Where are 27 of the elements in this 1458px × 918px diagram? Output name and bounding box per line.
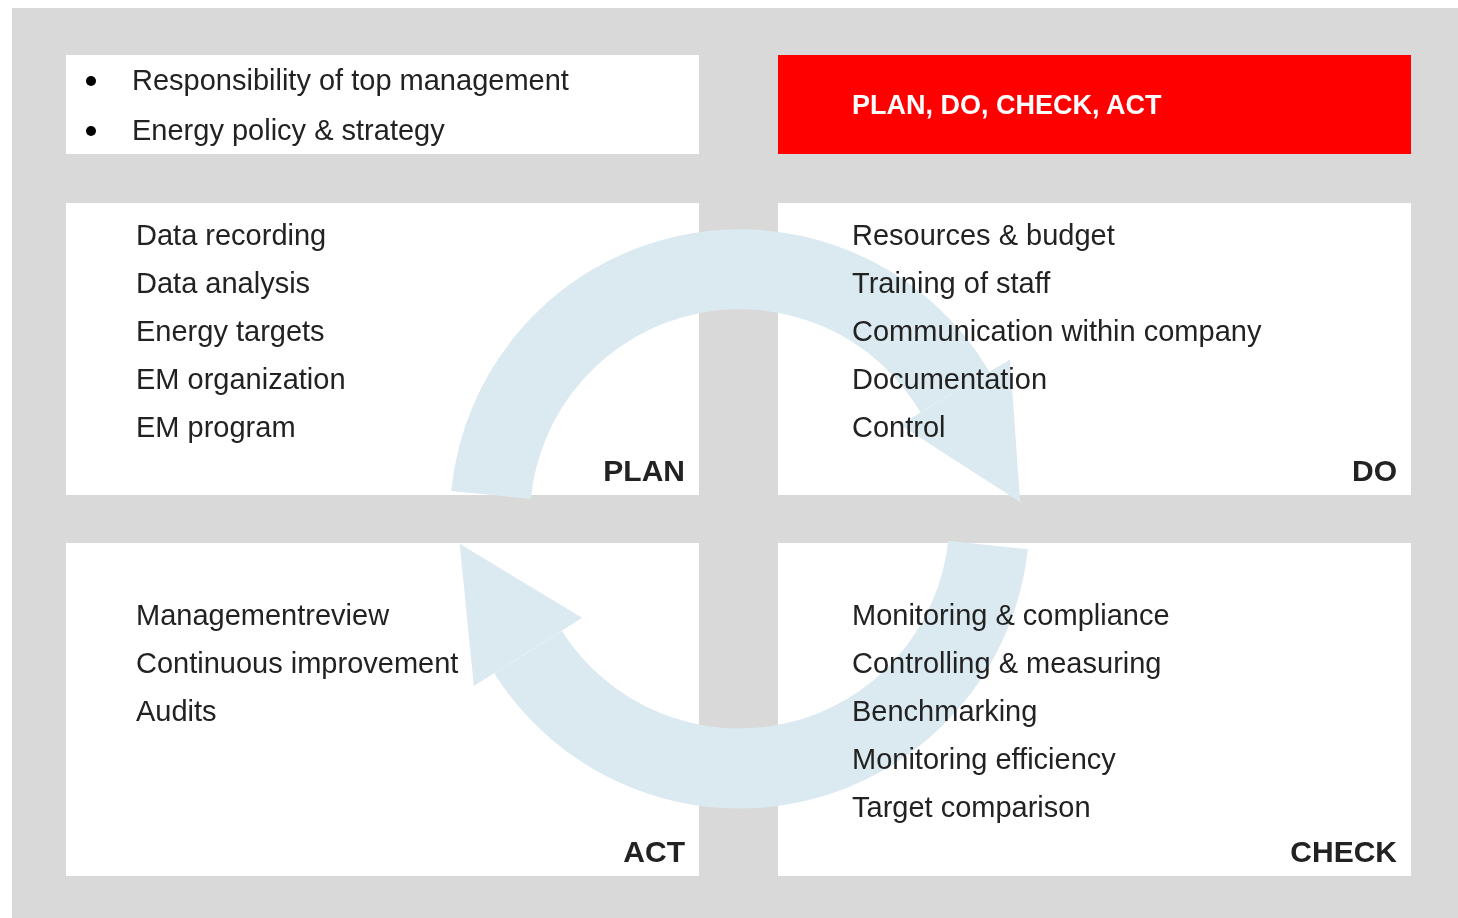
list-item: Communication within company [852,314,1262,349]
list-item: Benchmarking [852,694,1038,729]
list-item: Control [852,410,946,445]
banner-title: PLAN, DO, CHECK, ACT [851,89,1162,122]
quadrant-heading: CHECK [1290,834,1397,870]
list-item: Energy targets [136,314,325,349]
quadrant-heading: PLAN [603,453,685,489]
list-item: Audits [136,694,217,729]
bullet-item: Responsibility of top management [66,55,569,105]
list-item: EM organization [136,362,346,397]
list-item: Managementreview [136,598,390,633]
text-box [66,55,699,154]
list-item: Data recording [136,218,327,253]
list-item: Documentation [852,362,1048,397]
list-item: Monitoring & compliance [852,598,1170,633]
quadrant-heading: ACT [623,834,685,870]
list-item: Continuous improvement [136,646,459,681]
bullet-item: Energy policy & strategy [66,105,445,155]
list-item: Monitoring efficiency [852,742,1116,777]
list-item: EM program [136,410,296,445]
list-item: Data analysis [136,266,311,301]
list-item: Training of staff [852,266,1051,301]
list-item: Resources & budget [852,218,1115,253]
title-banner [778,55,1411,154]
list-item: Controlling & measuring [852,646,1162,681]
quadrant-heading: DO [1352,453,1397,489]
list-item: Target comparison [852,790,1091,825]
